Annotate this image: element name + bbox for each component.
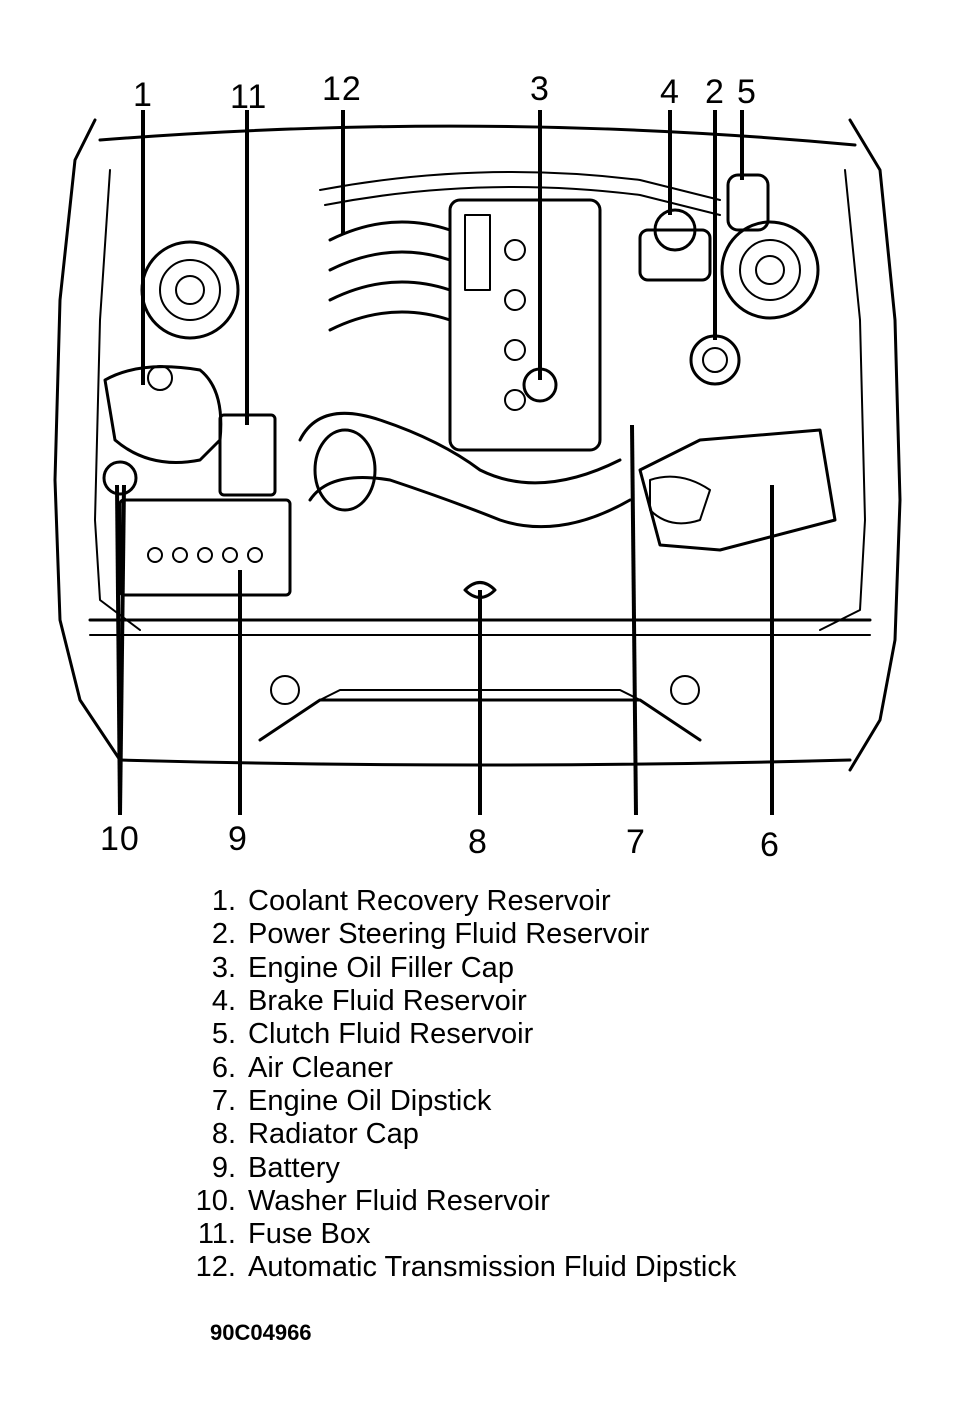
callout-3: 3: [530, 70, 550, 108]
figure-code: 90C04966: [210, 1320, 312, 1345]
legend-item: 9. Battery: [180, 1151, 940, 1184]
legend-number: 5.: [211, 1018, 236, 1051]
legend-number: 8.: [211, 1118, 236, 1151]
right-strut-tower: [720, 220, 820, 320]
clutch-reservoir-shape: [726, 173, 770, 232]
legend-label: Automatic Transmission Fluid Dipstick: [248, 1251, 737, 1284]
callout-9: 9: [228, 820, 248, 858]
cowl-line: [98, 124, 857, 147]
inner-fender-left: [94, 169, 141, 631]
legend-item: 12. Automatic Transmission Fluid Dipstick: [180, 1251, 940, 1284]
legend-number: 9.: [211, 1151, 236, 1184]
coolant-reservoir-shape: [103, 365, 223, 464]
legend-label: Clutch Fluid Reservoir: [248, 1018, 534, 1051]
callout-12: 12: [322, 70, 362, 108]
legend-item: 11. Fuse Box: [180, 1218, 940, 1251]
legend-item: 8. Radiator Cap: [180, 1118, 940, 1151]
power-steering-reservoir-shape: [689, 334, 741, 386]
leader-7: [630, 424, 638, 816]
legend-item: 6. Air Cleaner: [180, 1051, 940, 1084]
legend-number: 12.: [195, 1251, 236, 1284]
battery-shape: [118, 498, 292, 597]
callout-8: 8: [468, 823, 488, 861]
legend-item: 3. Engine Oil Filler Cap: [180, 952, 940, 985]
callout-5: 5: [737, 73, 757, 111]
leader-10b: [118, 484, 126, 816]
legend-item: 2. Power Steering Fluid Reservoir: [180, 918, 940, 951]
legend-item: 4. Brake Fluid Reservoir: [180, 985, 940, 1018]
legend-label: Washer Fluid Reservoir: [248, 1184, 550, 1217]
fuse-box-shape: [218, 413, 277, 497]
left-strut-tower: [140, 240, 240, 340]
fender-outline-left: [53, 118, 122, 762]
callout-6: 6: [760, 826, 780, 864]
legend-label: Power Steering Fluid Reservoir: [248, 918, 650, 951]
legend-label: Radiator Cap: [248, 1118, 419, 1151]
callout-2: 2: [705, 73, 725, 111]
callout-4: 4: [660, 73, 680, 111]
air-cleaner-box: [638, 428, 837, 552]
radiator-cap-shape: [463, 581, 497, 599]
legend-label: Battery: [248, 1151, 340, 1184]
engine-bay-diagram: [53, 110, 902, 816]
intake-tube: [298, 411, 632, 529]
legend-label: Engine Oil Dipstick: [248, 1084, 492, 1117]
callout-11: 11: [230, 78, 268, 116]
legend-number: 7.: [211, 1084, 236, 1117]
legend-number: 6.: [211, 1051, 236, 1084]
valve-cover: [448, 198, 602, 452]
callout-1: 1: [133, 76, 153, 114]
legend-number: 10.: [195, 1184, 236, 1217]
legend-item: 7. Engine Oil Dipstick: [180, 1085, 940, 1118]
legend: 1. Coolant Recovery Reservoir 2. Power Ste…: [180, 885, 940, 1285]
inner-fender-right: [819, 169, 866, 631]
legend-label: Air Cleaner: [248, 1051, 394, 1084]
legend-item: 10. Washer Fluid Reservoir: [180, 1185, 940, 1218]
legend-label: Fuse Box: [248, 1218, 371, 1251]
fender-outline-right: [848, 118, 902, 772]
legend-number: 3.: [211, 951, 236, 984]
legend-number: 4.: [211, 985, 236, 1018]
front-crossmember: [118, 675, 852, 767]
legend-item: 5. Clutch Fluid Reservoir: [180, 1018, 940, 1051]
legend-label: Brake Fluid Reservoir: [248, 985, 527, 1018]
brake-master-cylinder: [638, 208, 712, 282]
legend-item: 1. Coolant Recovery Reservoir: [180, 885, 940, 918]
legend-number: 2.: [211, 918, 236, 951]
washer-fluid-cap-shape: [102, 460, 138, 496]
legend-label: Engine Oil Filler Cap: [248, 951, 514, 984]
legend-number: 11.: [197, 1218, 236, 1251]
legend-number: 1.: [211, 885, 236, 918]
intake-manifold: [319, 171, 721, 332]
leader-lines: [115, 110, 774, 816]
legend-label: Coolant Recovery Reservoir: [248, 885, 611, 918]
callout-7: 7: [626, 823, 646, 861]
callout-10: 10: [100, 820, 140, 858]
